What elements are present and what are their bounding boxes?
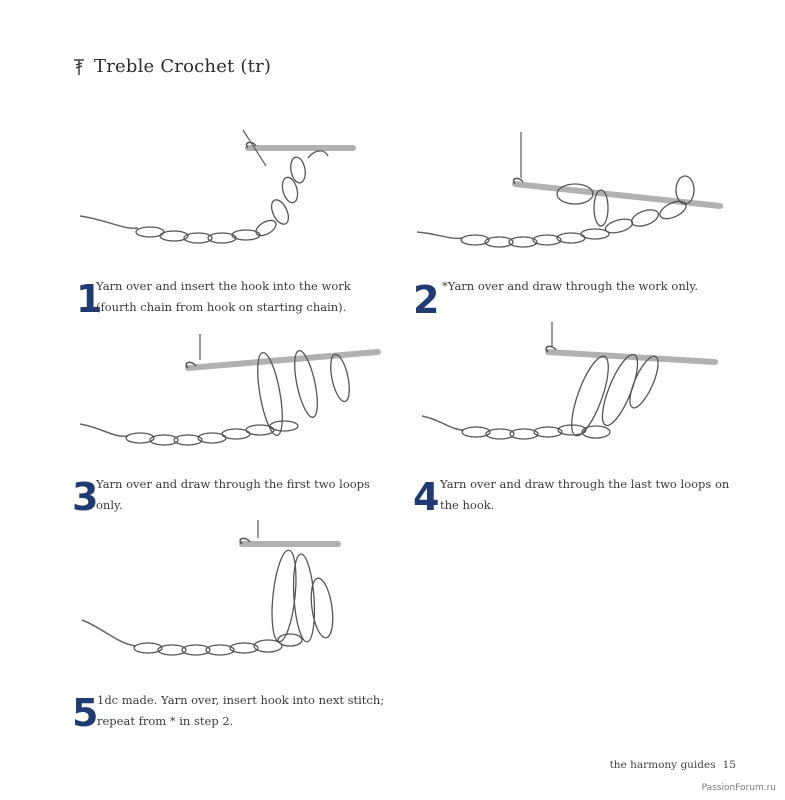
page-footer: the harmony guides 15	[610, 759, 736, 771]
book-title: the harmony guides	[609, 759, 716, 771]
page-number: 15	[722, 759, 736, 771]
step-5-text: 1dc made. Yarn over, insert hook into ne…	[97, 693, 385, 728]
step-4-illustration	[420, 320, 720, 460]
step-1-number: 1	[76, 277, 103, 321]
step-2-illustration	[415, 128, 725, 258]
step-4-text: Yarn over and draw through the last two …	[440, 477, 730, 512]
step-5-illustration	[78, 520, 378, 675]
step-3-text: Yarn over and draw through the first two…	[96, 477, 370, 512]
watermark: PassionForum.ru	[701, 783, 776, 793]
step-3-number: 3	[72, 475, 99, 519]
treble-crochet-symbol-icon	[72, 58, 86, 76]
page-title-text: Treble Crochet (tr)	[94, 56, 272, 77]
page-title: Treble Crochet (tr)	[72, 56, 271, 77]
step-5-number: 5	[72, 691, 99, 735]
step-4-number: 4	[413, 475, 440, 519]
step-3-illustration	[78, 330, 388, 460]
step-2-text: *Yarn over and draw through the work onl…	[442, 279, 699, 293]
step-2-number: 2	[413, 278, 440, 322]
step-1-illustration	[78, 128, 358, 258]
step-1-text: Yarn over and insert the hook into the w…	[96, 279, 351, 314]
